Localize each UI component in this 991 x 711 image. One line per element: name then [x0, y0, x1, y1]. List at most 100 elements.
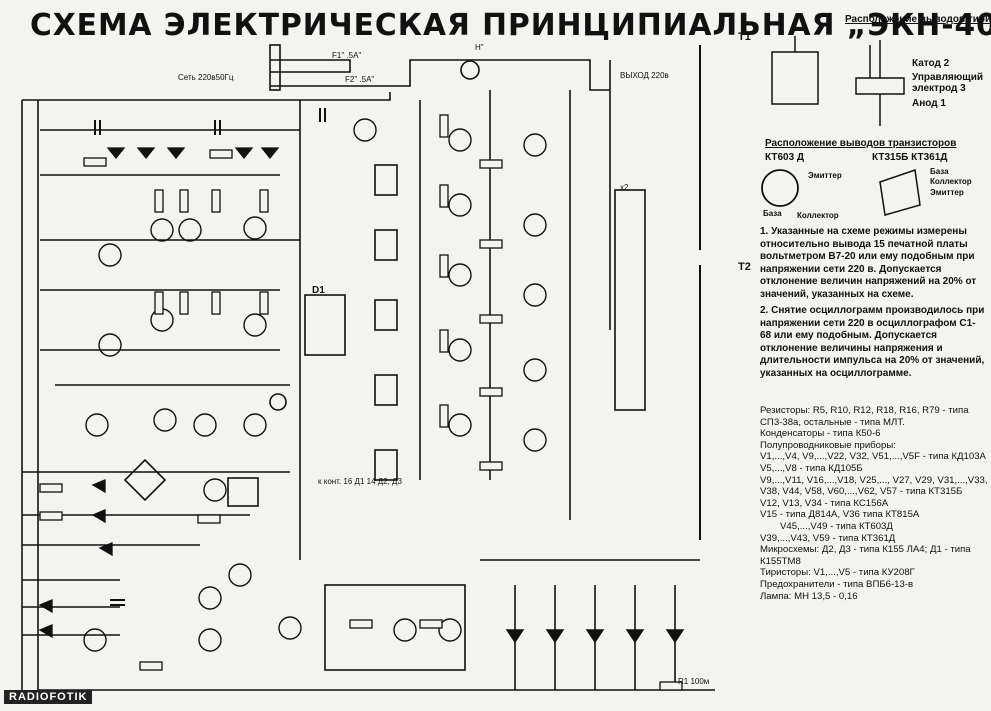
stabilizer-block — [324, 584, 466, 671]
parts-line: Предохранители - типа ВПБ6-13-в — [760, 578, 914, 590]
resistor-r41 — [439, 114, 449, 138]
thyristor-row — [505, 629, 685, 644]
resistor-r43 — [439, 184, 449, 208]
resistor-r76 — [139, 661, 163, 671]
gate-d3-2 — [374, 449, 398, 481]
resistor-r51 — [419, 619, 443, 629]
transistor-types-left: КТ603 Д — [765, 152, 805, 163]
transistor-label-collector: Коллектор — [797, 211, 839, 220]
parts-list: Резисторы: R5, R10, R12, R18, R16, R79 -… — [760, 405, 988, 602]
resistor-r25 — [179, 291, 189, 315]
transistor-v32 — [243, 313, 267, 337]
gate-d2-2 — [374, 229, 398, 261]
resistor-r45 — [439, 254, 449, 278]
capacitor-group — [94, 108, 326, 606]
resistor-r15 — [83, 157, 107, 167]
mains-input-1 — [270, 59, 351, 73]
transistor-label-base-2: База — [930, 167, 949, 176]
transistor-v45 — [523, 133, 547, 157]
parts-line: V15 - типа Д814А, V36 типа КТ815А — [760, 509, 920, 521]
transistor-v38 — [393, 618, 417, 642]
note-2: 2. Снятие осциллограмм производилось при… — [760, 305, 985, 379]
thyristor-pin-cathode: Катод 2 — [912, 58, 950, 69]
d1-chip — [304, 294, 346, 356]
diode-v3 — [166, 147, 186, 160]
lamp-feed — [460, 59, 610, 91]
diode-v12 — [91, 479, 106, 494]
t1-label: T1 — [738, 31, 751, 43]
transistor-label-emitter: Эмиттер — [808, 171, 842, 180]
resistor-r34 — [259, 189, 269, 213]
transistor-v17 — [178, 218, 202, 242]
diode-bridge — [123, 458, 167, 502]
parts-line: V39,...,V43, V59 - типа КТ361Д — [760, 532, 896, 544]
output-label: ВЫХОД 220в — [620, 71, 669, 80]
thyristor-v5 — [665, 629, 685, 644]
transistor-v9 — [98, 243, 122, 267]
wiring — [21, 44, 715, 691]
transistor-v39 — [448, 128, 472, 152]
thyristor-v2 — [545, 629, 565, 644]
transistor-v49 — [523, 428, 547, 452]
resistor-r49 — [439, 404, 449, 428]
x2-label: x2 — [620, 183, 629, 192]
resistor-r7 — [39, 483, 63, 493]
gate-d2-1 — [374, 164, 398, 196]
resistor-r47 — [439, 329, 449, 353]
resistor-r26 — [211, 189, 221, 213]
thyristor-body-side — [771, 51, 819, 105]
lamp-label: H" — [475, 43, 484, 52]
diode-v7 — [38, 599, 53, 614]
diode-v2 — [136, 147, 156, 160]
transistor-v26 — [153, 408, 177, 432]
transistor-v31 — [243, 216, 267, 240]
resistor-r58 — [349, 619, 373, 629]
x2-connector — [614, 189, 646, 411]
transistor-v61 — [353, 118, 377, 142]
transistor-v33 — [243, 413, 267, 437]
transistor-label-emitter-2: Эмиттер — [930, 188, 964, 197]
kt315-package — [879, 168, 921, 216]
resistor-r16 — [154, 189, 164, 213]
diode-v13 — [91, 509, 106, 524]
resistor-r35 — [259, 291, 269, 315]
indicator-lamp — [460, 60, 480, 80]
resistor-r53 — [479, 239, 503, 249]
transistor-v47 — [523, 283, 547, 307]
mains-plug — [269, 44, 281, 91]
parts-line: Резисторы: R5, R10, R12, R18, R16, R79 -… — [760, 405, 969, 428]
resistor-r73 — [209, 149, 233, 159]
thyristor-v3 — [585, 629, 605, 644]
gate-d3-1 — [374, 374, 398, 406]
thyristor-pin-anode: Анод 1 — [912, 98, 946, 109]
transistor-v46 — [523, 213, 547, 237]
parts-line: V5,...,V8 - типа КД105Б — [760, 462, 863, 474]
note-1: 1. Указанные на схеме режимы измерены от… — [760, 226, 977, 300]
transistor-types-right: КТ315Б КТ361Д — [872, 152, 948, 163]
diode-v1 — [106, 147, 126, 160]
thyristor-body-front — [855, 77, 905, 95]
thyristor-v1 — [505, 629, 525, 644]
transistor-v34 — [278, 616, 302, 640]
transistor-v10 — [98, 333, 122, 357]
parts-line: V1,...,V4, V9,...,V22, V32, V51,...,V5F … — [760, 451, 986, 463]
resistor-r55 — [479, 387, 503, 397]
diode-v52 — [260, 147, 280, 160]
kt603-package — [761, 169, 799, 207]
thyristor-v4 — [625, 629, 645, 644]
transistor-v42 — [448, 338, 472, 362]
thyristor-pinout-heading: Расположение выводов тиристора — [845, 14, 991, 25]
diode-v53 — [98, 542, 113, 557]
test-point-1 — [269, 393, 287, 411]
transistor-pinout-heading: Расположение выводов транзисторов — [765, 138, 957, 149]
transistor-v48 — [523, 358, 547, 382]
power-bus-top — [22, 92, 391, 101]
parts-line: Конденсаторы - типа К50-6 — [760, 428, 881, 440]
transistor-v62 — [228, 563, 252, 587]
resistor-r56 — [479, 461, 503, 471]
resistor-r18 — [154, 291, 164, 315]
parts-line: Полупроводниковые приборы: — [760, 439, 896, 451]
transistor-v58 — [198, 586, 222, 610]
